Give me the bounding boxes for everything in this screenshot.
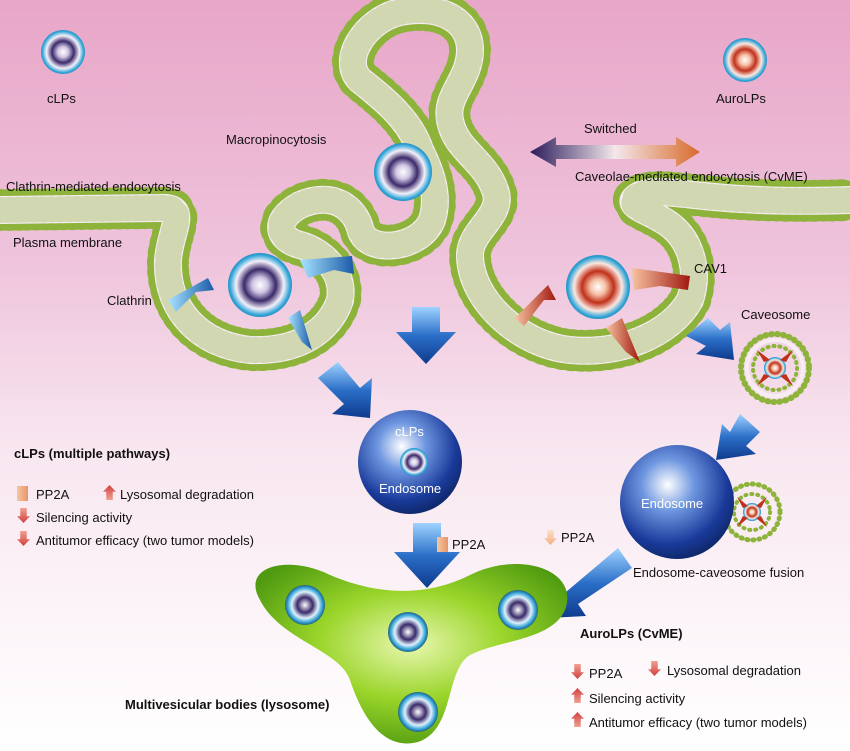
aurolps-item-pp2a: PP2A [589,666,623,681]
macropinocytosis-label: Macropinocytosis [226,132,327,147]
aurolps-item-antitumor: Antitumor efficacy (two tumor models) [589,715,807,730]
down-arrow-icon [17,508,30,523]
pp2a-right-label: PP2A [561,530,595,545]
clps-item-lysosomal: Lysosomal degradation [120,487,254,502]
aurolps-panel-title: AuroLPs (CvME) [580,626,683,641]
caveosome [738,331,812,405]
clps-label-top: cLPs [47,91,76,106]
aurolps-item-silencing: Silencing activity [589,691,686,706]
clps-particle-clathrin [228,253,292,317]
clps-item-antitumor: Antitumor efficacy (two tumor models) [36,533,254,548]
clathrin-label: Clathrin [107,293,152,308]
cav1-wedges [515,268,690,362]
endosome-left-label: Endosome [379,481,442,496]
endosome-caveosome-fusion-label: Endosome-caveosome fusion [633,565,805,580]
up-arrow-icon [571,712,584,727]
pp2a-box-icon [437,537,448,552]
clps-particle-top [41,30,85,74]
cav1-label: CAV1 [694,261,727,276]
multivesicular-label: Multivesicular bodies (lysosome) [125,697,330,712]
clps-item-pp2a: PP2A [36,487,70,502]
arrow-endosome-to-lysosome [394,523,460,588]
clps-particle-in-endosome [400,448,428,476]
down-arrow-icon [648,661,661,676]
arrow-caveosome-to-endosome [716,414,760,460]
pp2a-mid-label: PP2A [452,537,486,552]
aurolps-particle-cvme [566,255,630,319]
switched-label: Switched [584,121,637,136]
lysosome-vesicles [285,585,538,732]
clathrin-mediated-label: Clathrin-mediated endocytosis [6,179,181,194]
clps-particle-macropinocytosis [374,143,432,201]
lysosome-body [255,563,568,744]
aurolps-particle-top [723,38,767,82]
arrow-endosome-to-lysosome-right [548,548,632,618]
plasma-membrane [0,0,850,372]
pp2a-box-icon [17,486,28,501]
up-arrow-icon [103,485,116,500]
caveosome-label: Caveosome [741,307,811,322]
arrow-cvme-to-caveosome [686,318,734,360]
endosome-right-label: Endosome [641,496,704,511]
endosome-left-top-label: cLPs [395,424,424,439]
switched-double-arrow [530,137,700,167]
clps-panel-title: cLPs (multiple pathways) [14,446,171,461]
arrow-macropinocytosis-down [396,307,456,364]
clathrin-wedges [168,256,354,350]
down-arrow-icon [544,530,557,545]
plasma-membrane-label: Plasma membrane [13,235,123,250]
aurolps-label-top: AuroLPs [716,91,766,106]
down-arrow-icon [17,531,30,546]
clps-item-silencing: Silencing activity [36,510,133,525]
down-arrow-icon [571,664,584,679]
aurolps-item-lysosomal: Lysosomal degradation [667,663,801,678]
endosome-right [620,445,734,559]
arrow-clathrin-to-endosome [318,362,372,418]
up-arrow-icon [571,688,584,703]
caveolae-mediated-label: Caveolae-mediated endocytosis (CvME) [575,169,808,184]
